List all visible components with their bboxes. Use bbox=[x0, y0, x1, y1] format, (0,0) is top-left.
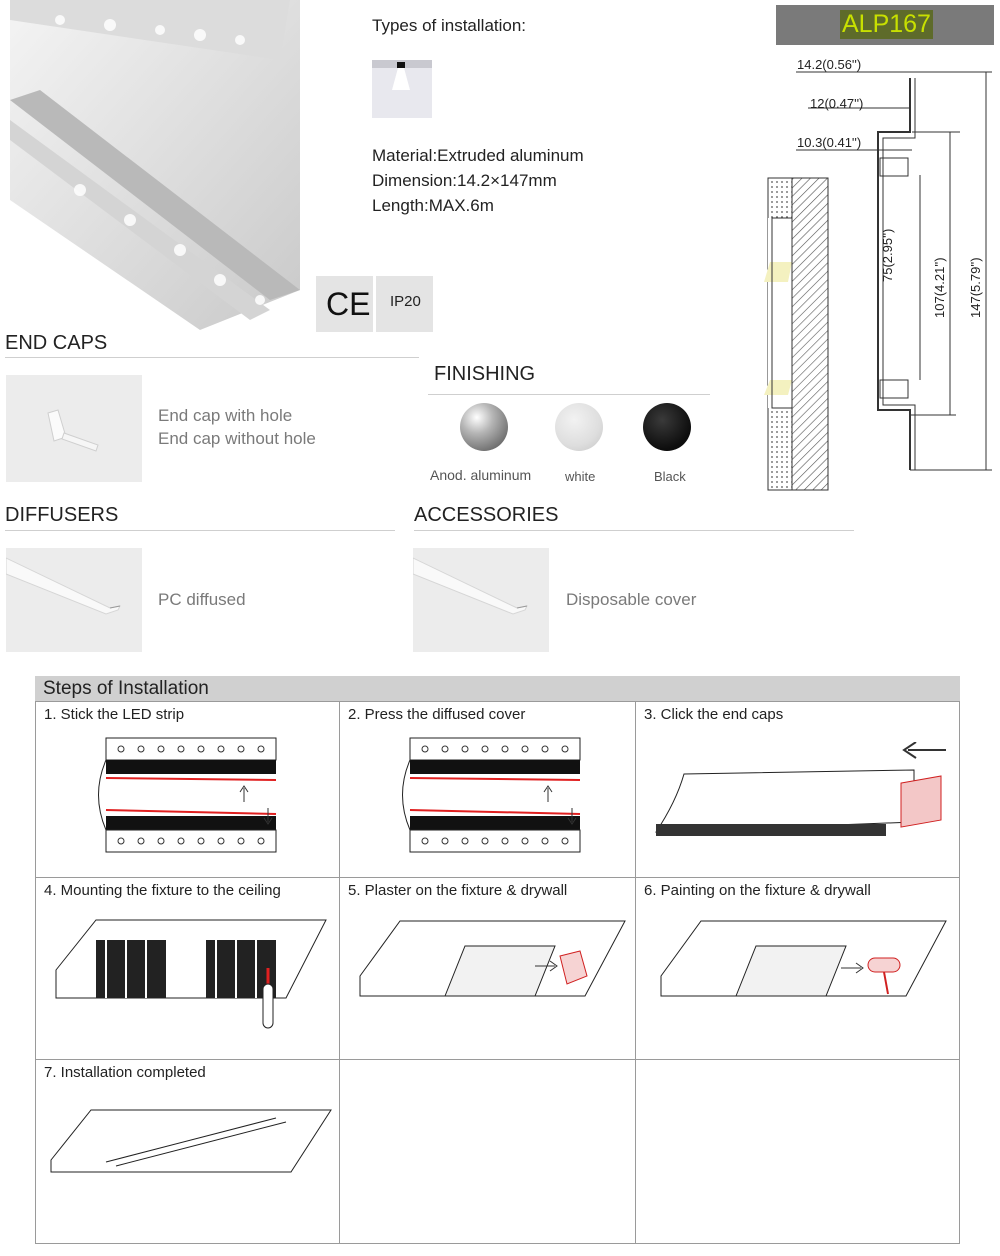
finish-label-anodized: Anod. aluminum bbox=[430, 467, 532, 483]
steps-title: Steps of Installation bbox=[43, 678, 209, 699]
installation-types-label: Types of installation: bbox=[372, 16, 527, 35]
installation-type-icon bbox=[372, 60, 432, 118]
dim-width-outer: 14.2(0.56'') bbox=[797, 57, 862, 72]
dim-height-75: 75(2.95'') bbox=[880, 228, 895, 282]
accessory-label: Disposable cover bbox=[566, 590, 697, 609]
steps-header: Steps of Installation bbox=[35, 676, 960, 701]
step-2-label: 2. Press the diffused cover bbox=[348, 706, 526, 723]
step-5: 5. Plaster on the fixture & drywall bbox=[339, 877, 636, 1060]
step-7-illustration bbox=[50, 1109, 332, 1173]
dim-height-147: 147(5.79'') bbox=[968, 257, 983, 318]
step-5-label: 5. Plaster on the fixture & drywall bbox=[348, 882, 568, 899]
technical-drawing bbox=[760, 50, 1000, 500]
spec-material: Material:Extruded aluminum bbox=[372, 146, 584, 165]
dim-width-channel: 10.3(0.41'') bbox=[797, 135, 862, 150]
step-7: 7. Installation completed bbox=[35, 1059, 340, 1244]
diffuser-thumbnail bbox=[5, 548, 142, 652]
accessories-title: ACCESSORIES bbox=[414, 504, 559, 526]
finish-label-white: white bbox=[565, 469, 596, 484]
finish-swatch-anodized bbox=[460, 403, 508, 451]
product-photo bbox=[0, 0, 310, 330]
model-code: ALP167 bbox=[840, 10, 933, 39]
step-6-label: 6. Painting on the fixture & drywall bbox=[644, 882, 871, 899]
ip20-badge-label: IP20 bbox=[390, 293, 421, 310]
end-cap-thumbnail bbox=[6, 375, 142, 482]
step-7-label: 7. Installation completed bbox=[44, 1064, 206, 1081]
spec-length: Length:MAX.6m bbox=[372, 196, 494, 215]
finish-swatch-white bbox=[555, 403, 603, 451]
step-4: 4. Mounting the fixture to the ceiling bbox=[35, 877, 340, 1060]
model-badge: ALP167 bbox=[776, 5, 994, 45]
end-cap-with-hole: End cap with hole bbox=[158, 406, 293, 425]
step-3: 3. Click the end caps bbox=[635, 701, 960, 878]
accessories-divider bbox=[414, 530, 854, 531]
step-empty-1 bbox=[339, 1059, 636, 1244]
step-empty-2 bbox=[635, 1059, 960, 1244]
diffuser-label: PC diffused bbox=[158, 590, 246, 609]
diffusers-divider bbox=[5, 530, 395, 531]
finish-swatch-black bbox=[643, 403, 691, 451]
finishing-divider bbox=[428, 394, 710, 395]
step-2: 2. Press the diffused cover bbox=[339, 701, 636, 878]
dim-width-inner: 12(0.47'') bbox=[810, 96, 864, 111]
step-1-label: 1. Stick the LED strip bbox=[44, 706, 185, 723]
ce-badge-label: CE bbox=[326, 286, 371, 322]
step-4-label: 4. Mounting the fixture to the ceiling bbox=[44, 882, 281, 899]
step-1-illustration bbox=[98, 737, 277, 853]
ip20-badge: IP20 bbox=[376, 276, 433, 332]
finish-label-black: Black bbox=[654, 469, 686, 484]
step-5-illustration bbox=[359, 920, 626, 997]
step-3-label: 3. Click the end caps bbox=[644, 706, 784, 723]
spec-dimension: Dimension:14.2×147mm bbox=[372, 171, 557, 190]
end-caps-title: END CAPS bbox=[5, 332, 108, 354]
ce-badge: CE bbox=[316, 276, 373, 332]
finishing-title: FINISHING bbox=[434, 363, 536, 385]
step-6-illustration bbox=[660, 920, 947, 997]
step-4-illustration bbox=[55, 919, 327, 1029]
accessory-thumbnail bbox=[412, 548, 549, 652]
diffusers-title: DIFFUSERS bbox=[5, 504, 119, 526]
step-2-illustration bbox=[402, 737, 581, 853]
dim-height-107: 107(4.21'') bbox=[932, 257, 947, 318]
step-1: 1. Stick the LED strip bbox=[35, 701, 340, 878]
step-6: 6. Painting on the fixture & drywall bbox=[635, 877, 960, 1060]
end-cap-without-hole: End cap without hole bbox=[158, 429, 316, 448]
end-caps-divider bbox=[5, 357, 419, 358]
step-3-illustration bbox=[655, 742, 946, 836]
